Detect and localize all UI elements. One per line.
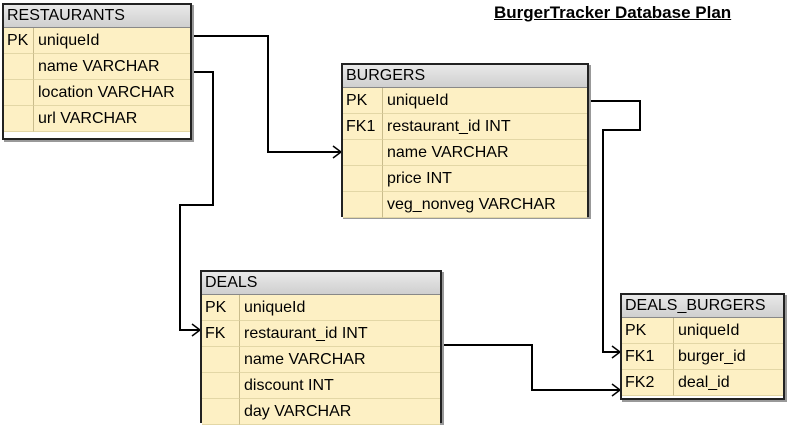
- key-cell: PK: [343, 88, 383, 114]
- table-row: url VARCHAR: [4, 106, 190, 132]
- table-header: DEALS_BURGERS: [622, 295, 783, 318]
- table-row: location VARCHAR: [4, 80, 190, 106]
- field-cell: uniqueId: [674, 318, 783, 344]
- key-cell: FK2: [622, 370, 674, 396]
- field-cell: price INT: [383, 166, 587, 192]
- key-cell: PK: [4, 28, 34, 54]
- key-cell: [202, 399, 240, 425]
- table-row: name VARCHAR: [202, 347, 440, 373]
- field-cell: url VARCHAR: [34, 106, 190, 132]
- table-row: day VARCHAR: [202, 399, 440, 425]
- key-cell: FK1: [622, 344, 674, 370]
- table-row: veg_nonveg VARCHAR: [343, 192, 587, 218]
- key-cell: PK: [202, 295, 240, 321]
- field-cell: restaurant_id INT: [240, 321, 440, 347]
- field-cell: restaurant_id INT: [383, 114, 587, 140]
- key-cell: [202, 373, 240, 399]
- crowfoot-dealsburgers-deal: [611, 383, 622, 397]
- field-cell: location VARCHAR: [34, 80, 190, 106]
- table-row: discount INT: [202, 373, 440, 399]
- key-cell: [4, 106, 34, 132]
- field-cell: uniqueId: [34, 28, 190, 54]
- field-cell: uniqueId: [383, 88, 587, 114]
- field-cell: burger_id: [674, 344, 783, 370]
- crowfoot-burgers-restaurant: [332, 145, 343, 159]
- field-cell: name VARCHAR: [240, 347, 440, 373]
- field-cell: day VARCHAR: [240, 399, 440, 425]
- crowfoot-dealsburgers-burger: [611, 345, 622, 359]
- table-header: RESTAURANTS: [4, 5, 190, 28]
- key-cell: FK1: [343, 114, 383, 140]
- key-cell: [343, 166, 383, 192]
- field-cell: discount INT: [240, 373, 440, 399]
- key-cell: [4, 54, 34, 80]
- key-cell: [343, 140, 383, 166]
- key-cell: [202, 347, 240, 373]
- field-cell: deal_id: [674, 370, 783, 396]
- key-cell: FK: [202, 321, 240, 347]
- field-cell: uniqueId: [240, 295, 440, 321]
- field-cell: veg_nonveg VARCHAR: [383, 192, 587, 218]
- key-cell: [4, 80, 34, 106]
- field-cell: name VARCHAR: [34, 54, 190, 80]
- connector-restaurants-burgers: [192, 35, 341, 153]
- table-row: name VARCHAR: [4, 54, 190, 80]
- table-header: DEALS: [202, 272, 440, 295]
- table-row: price INT: [343, 166, 587, 192]
- connector-deals-dealsburgers: [442, 344, 620, 391]
- table-header: BURGERS: [343, 65, 587, 88]
- key-cell: [343, 192, 383, 218]
- key-cell: PK: [622, 318, 674, 344]
- page-title: BurgerTracker Database Plan: [494, 3, 732, 22]
- crowfoot-deals-restaurant: [191, 323, 202, 337]
- table-row: name VARCHAR: [343, 140, 587, 166]
- field-cell: name VARCHAR: [383, 140, 587, 166]
